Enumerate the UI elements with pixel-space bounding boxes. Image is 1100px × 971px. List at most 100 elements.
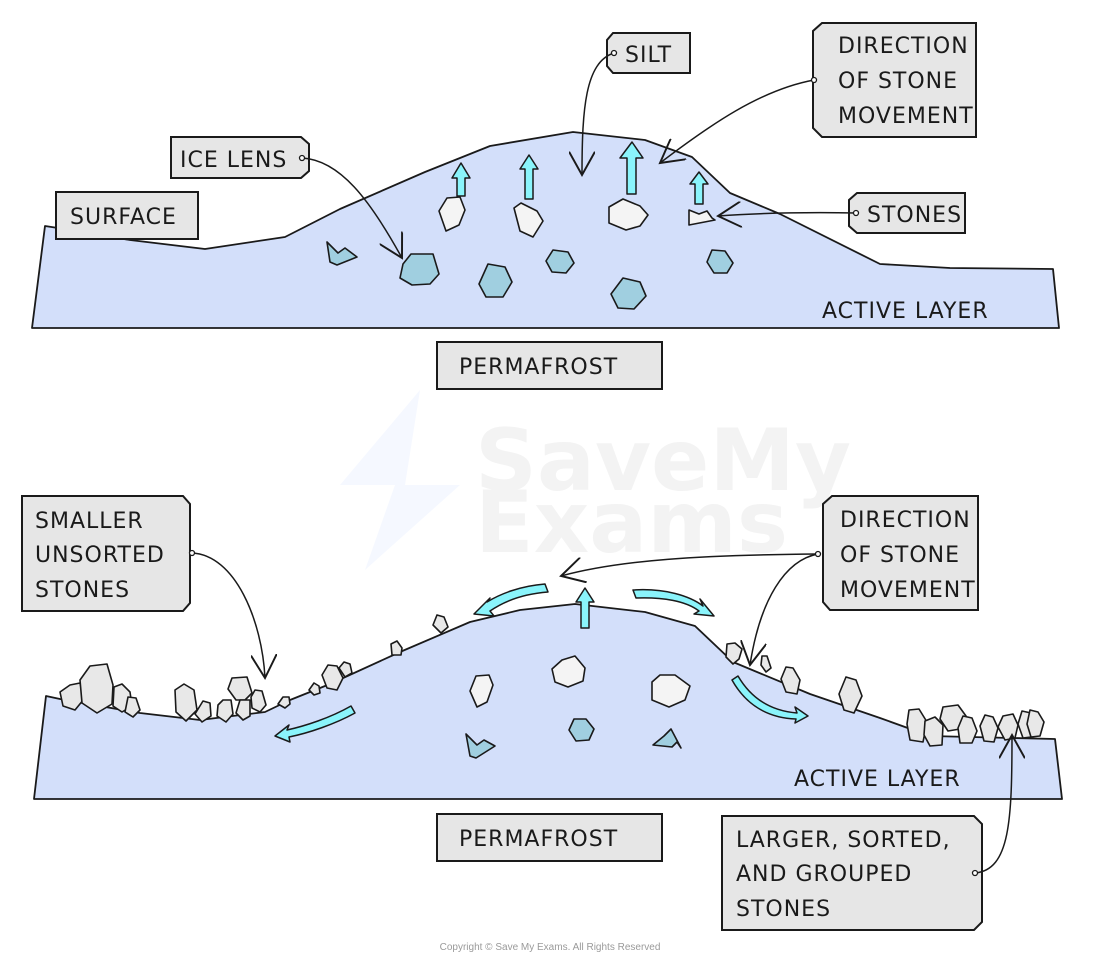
stone (432, 614, 449, 634)
ice-lens-label-text: ICE LENS (180, 148, 287, 173)
stone (997, 713, 1019, 741)
watermark-line2: Exams (475, 473, 788, 573)
smaller-unsorted-stones-label: SMALLER UNSORTED STONES (21, 495, 265, 678)
larger-sorted-line3: STONES (736, 897, 831, 922)
upward-movement-arrow (519, 154, 539, 200)
bottom-diagram: SMALLER UNSORTED STONES DIRECTION OF STO… (21, 495, 1063, 931)
ice-lens-label-box (170, 136, 310, 179)
stone (338, 661, 353, 678)
stones-label: STONES (718, 192, 966, 234)
ice-lens-fragment (652, 728, 682, 749)
surface-label-text: SURFACE (70, 205, 177, 230)
bottom-permafrost-label-box (436, 813, 663, 862)
stone (321, 664, 344, 691)
stone (760, 655, 772, 673)
stone (250, 689, 267, 713)
leader-pin-icon (610, 49, 618, 57)
top-permafrost-label-box (436, 341, 663, 390)
ice-lens-fragment (465, 733, 496, 759)
bottom-active-layer-label: ACTIVE LAYER (794, 767, 961, 792)
top-direction-label-box (812, 22, 977, 138)
stone (513, 202, 544, 238)
larger-sorted-line2: AND GROUPED (736, 862, 912, 887)
stones-label-text: STONES (867, 203, 962, 228)
copyright-notice: Copyright © Save My Exams. All Rights Re… (440, 942, 661, 953)
stone (923, 716, 944, 747)
stone (438, 196, 466, 232)
watermark-line1: SaveMy (475, 411, 851, 511)
larger-sorted-stones-label: LARGER, SORTED, AND GROUPED STONES (721, 735, 1012, 931)
stone (227, 676, 253, 701)
silt-leader-arrow (582, 52, 615, 175)
stone (390, 640, 403, 656)
larger-sorted-leader-arrow (974, 735, 1012, 874)
bottom-direction-leader-arrow-left (561, 553, 819, 576)
downslope-left-movement-arrow (473, 583, 549, 617)
ice-lens (568, 718, 595, 742)
bottom-direction-label-line3: MOVEMENT (840, 578, 976, 603)
leader-pin-icon (971, 869, 979, 877)
smaller-unsorted-line3: STONES (35, 578, 130, 603)
leader-pin-icon (852, 209, 860, 217)
silt-label-box (606, 32, 691, 74)
surface-label-box (55, 191, 199, 240)
bottom-direction-leader-arrow-right (750, 553, 819, 665)
ice-lens (399, 253, 440, 286)
stone (124, 696, 141, 718)
top-permafrost-label: PERMAFROST (436, 341, 663, 390)
silt-label-text: SILT (625, 43, 672, 68)
top-direction-label-line2: OF STONE (838, 69, 958, 94)
larger-sorted-stones-label-box (721, 815, 983, 931)
leader-pin-icon (810, 76, 818, 84)
leader-pin-icon (814, 550, 822, 558)
smaller-unsorted-line1: SMALLER (35, 509, 144, 534)
bottom-permafrost-label: PERMAFROST (436, 813, 663, 862)
stone (308, 682, 321, 696)
stone (688, 209, 716, 226)
stone (79, 663, 114, 714)
stone (235, 699, 251, 721)
stone (838, 676, 863, 714)
bottom-direction-label-box (822, 495, 979, 611)
ice-lens-label: ICE LENS (170, 136, 402, 258)
stone (979, 714, 999, 743)
watermark-bolt-icon (340, 390, 460, 570)
bottom-permafrost-label-text: PERMAFROST (459, 827, 618, 852)
ice-lens (610, 277, 647, 310)
stone (277, 696, 291, 709)
ice-lens (706, 249, 734, 274)
bottom-direction-label-line1: DIRECTION (840, 508, 971, 533)
ice-lens (478, 263, 513, 298)
top-direction-leader-arrow (660, 79, 815, 163)
stone (1026, 709, 1045, 738)
larger-sorted-line1: LARGER, SORTED, (736, 828, 951, 853)
stones-leader-arrow (718, 213, 857, 216)
smaller-unsorted-stones-label-box (21, 495, 191, 612)
stone (216, 699, 234, 723)
top-direction-label: DIRECTION OF STONE MOVEMENT (660, 22, 977, 163)
top-diagram: SURFACE ICE LENS SILT DIRECTION OF STONE… (31, 22, 1060, 390)
silt-label: SILT (582, 32, 691, 175)
ice-lens-leader-arrow (301, 157, 402, 258)
downslope-right-movement-arrow (731, 675, 809, 724)
upward-movement-arrow (689, 171, 709, 205)
stone (194, 700, 212, 723)
top-active-layer-label: ACTIVE LAYER (822, 299, 989, 324)
leader-pin-icon (298, 154, 306, 162)
upward-movement-arrow (619, 141, 644, 195)
top-direction-label-line3: MOVEMENT (838, 104, 974, 129)
smaller-unsorted-line2: UNSORTED (35, 543, 165, 568)
bottom-direction-label: DIRECTION OF STONE MOVEMENT (561, 495, 979, 665)
smaller-unsorted-leader-arrow (191, 552, 265, 678)
top-permafrost-label-text: PERMAFROST (459, 355, 618, 380)
watermark: SaveMy Exams (340, 390, 851, 573)
ice-lens-fragment (326, 241, 358, 266)
stone (551, 655, 586, 688)
stone (174, 683, 198, 722)
stone (780, 666, 801, 695)
leader-pin-icon (188, 549, 196, 557)
downslope-right-movement-arrow (632, 588, 715, 617)
stone (469, 674, 494, 708)
